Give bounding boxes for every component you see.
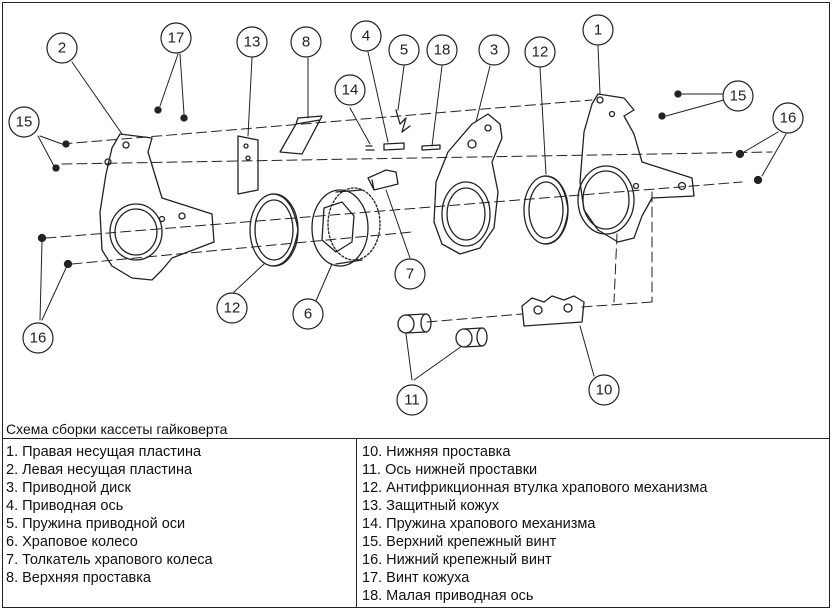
cover-hole — [245, 155, 251, 161]
legend-item: 16. Нижний крепежный винт — [362, 552, 552, 568]
left-carrier-plate — [99, 133, 215, 281]
callout-11: 11 — [404, 392, 420, 409]
callout-15-right: 15 — [730, 88, 747, 105]
callout-16-right: 16 — [780, 110, 797, 127]
legend-item: 5. Пружина приводной оси — [6, 516, 186, 532]
callout-18: 18 — [434, 42, 451, 59]
parts-legend-left-column: 1. Правая несущая пластина 2. Левая несу… — [2, 439, 357, 607]
legend-item: 2. Левая несущая пластина — [6, 462, 193, 478]
anti-friction-bushing-left — [249, 193, 299, 267]
callout-12-right: 12 — [532, 44, 549, 61]
legend-item: 4. Приводная ось — [6, 498, 124, 514]
callout-15-left: 15 — [16, 114, 33, 131]
legend-item: 11. Ось нижней проставки — [362, 462, 538, 478]
legend-item: 1. Правая несущая пластина — [6, 444, 202, 460]
lower-spacer-axle — [397, 313, 432, 334]
screw-set — [37, 90, 763, 269]
legend-item: 17. Винт кожуха — [362, 570, 470, 586]
anti-friction-bushing-right — [523, 175, 569, 245]
legend-item: 7. Толкатель храпового колеса — [6, 552, 213, 568]
legend-item: 10. Нижняя проставка — [362, 444, 511, 460]
legend-item: 18. Малая приводная ось — [362, 588, 534, 604]
lower-spacer-hole — [533, 305, 543, 315]
drive-axle-spring — [395, 109, 411, 133]
callout-12-left: 12 — [224, 300, 241, 317]
legend-item: 8. Верхняя проставка — [6, 570, 151, 586]
legend-item: 15. Верхний крепежный винт — [362, 534, 557, 550]
callout-1: 1 — [594, 22, 602, 39]
callout-14: 14 — [342, 82, 359, 99]
assembly-axis-lines — [45, 99, 773, 323]
drive-disc — [433, 113, 503, 255]
drive-axle — [383, 142, 405, 151]
callout-leader-lines — [37, 45, 787, 381]
lower-spacer-axle — [455, 327, 488, 348]
callout-16-left: 16 — [30, 330, 47, 347]
callout-labels: 1 2 3 4 5 6 7 8 10 11 12 12 13 14 15 15 … — [16, 22, 797, 409]
callout-10: 10 — [596, 382, 613, 399]
legend-item: 14. Пружина храпового механизма — [362, 516, 596, 532]
diagram-caption: Схема сборки кассеты гайковерта — [6, 421, 228, 437]
ratchet-pawl — [367, 169, 399, 191]
callout-2: 2 — [58, 40, 66, 57]
exploded-assembly-diagram: 1 2 3 4 5 6 7 8 10 11 12 12 13 14 15 15 … — [8, 14, 804, 416]
legend-item: 6. Храповое колесо — [6, 534, 138, 550]
lower-spacer-hole — [563, 303, 573, 313]
lower-spacer — [521, 295, 585, 327]
callout-3: 3 — [490, 42, 498, 59]
callout-7: 7 — [406, 266, 414, 283]
legend-item: 3. Приводной диск — [6, 480, 131, 496]
callout-5: 5 — [400, 42, 408, 59]
legend-item: 12. Антифрикционная втулка храпового мех… — [362, 480, 708, 496]
callout-circles — [8, 14, 804, 416]
callout-8: 8 — [302, 34, 310, 51]
cover-hole — [243, 143, 249, 149]
callout-13: 13 — [244, 34, 261, 51]
upper-spacer — [279, 115, 323, 155]
ratchet-spring — [365, 145, 375, 151]
protective-cover — [237, 135, 259, 195]
callout-4: 4 — [362, 28, 370, 45]
parts-legend-table: 1. Правая несущая пластина 2. Левая несу… — [2, 438, 830, 608]
small-drive-axle — [421, 144, 441, 151]
callout-6: 6 — [304, 306, 312, 323]
callout-17: 17 — [168, 30, 185, 47]
legend-item: 13. Защитный кожух — [362, 498, 500, 514]
right-carrier-plate — [577, 93, 695, 243]
ratchet-wheel — [311, 187, 381, 267]
parts-legend-right-column: 10. Нижняя проставка 11. Ось нижней прос… — [357, 439, 827, 607]
